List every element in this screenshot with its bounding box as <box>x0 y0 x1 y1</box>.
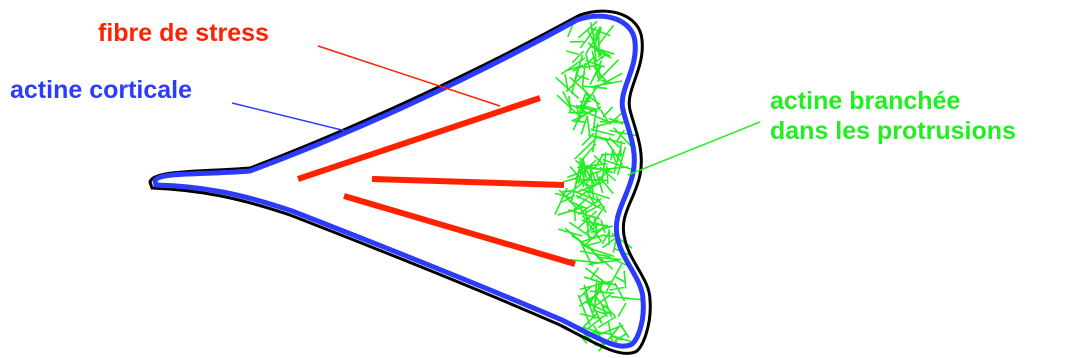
branched-actin-label-line-1: actine branchée <box>770 86 1016 116</box>
actin-filament-segment <box>581 189 609 198</box>
branched-actin-label-line-2: dans les protrusions <box>770 116 1016 146</box>
actin-filament-segment <box>618 304 625 317</box>
stress-fiber <box>372 179 564 185</box>
actin-filament-segment <box>567 51 578 54</box>
actin-filament-segment <box>564 178 576 181</box>
actin-filament-segment <box>583 173 584 187</box>
actin-filament-segment <box>602 153 606 183</box>
actin-filament-segment <box>581 116 587 134</box>
cortical-actin-leader-line <box>232 103 350 132</box>
actin-filament-segment <box>620 141 621 156</box>
actin-filament-segment <box>616 277 625 282</box>
branched-actin-label: actine branchée dans les protrusions <box>770 86 1016 146</box>
actin-filament-segment <box>624 272 626 288</box>
actin-filament-segment <box>607 265 622 291</box>
actin-filament-segment <box>611 297 641 300</box>
actin-filament-segment <box>600 122 625 123</box>
actin-filament-segment <box>559 229 582 236</box>
actin-filament-segment <box>562 191 572 192</box>
stress-fiber-label: fibre de stress <box>98 18 269 48</box>
branched-actin-leader-line <box>628 122 760 175</box>
stress-fiber <box>344 196 575 264</box>
cortical-actin-label: actine corticale <box>10 75 192 105</box>
